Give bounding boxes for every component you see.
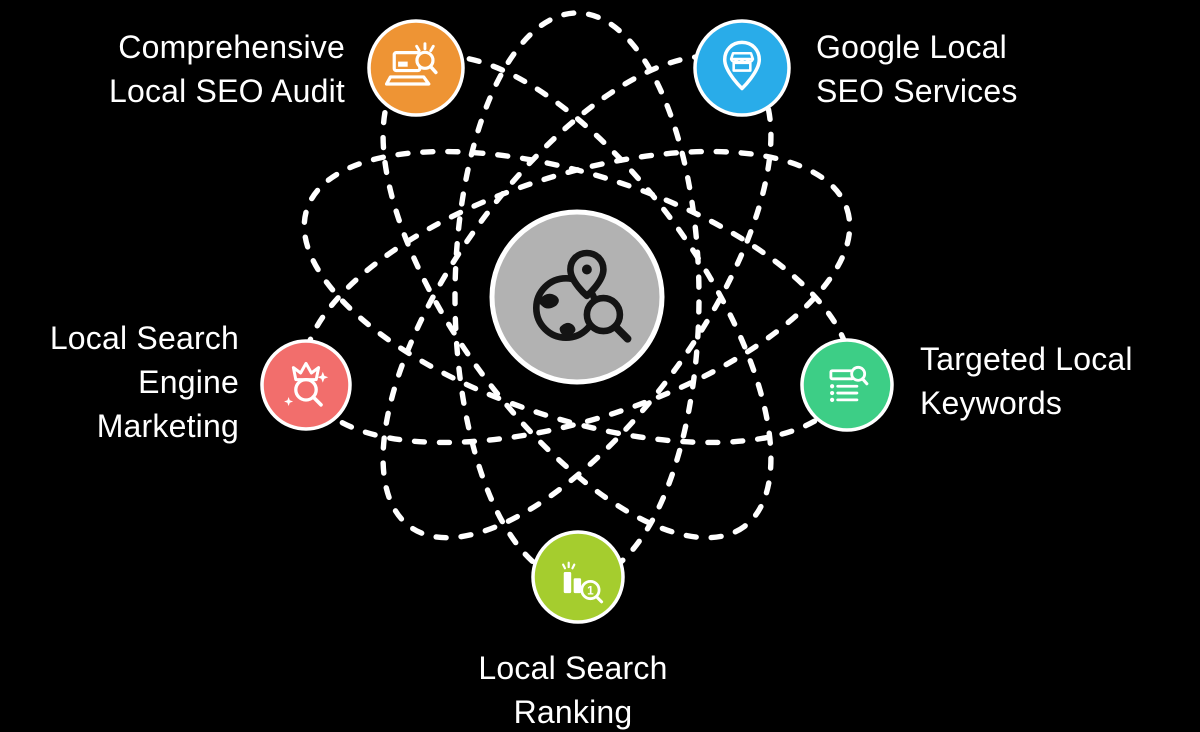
node-circle-google xyxy=(693,19,791,117)
node-comprehensive-local-seo-audit xyxy=(367,19,465,117)
node-targeted-local-keywords xyxy=(800,338,894,432)
node-local-search-ranking: 1 xyxy=(531,530,625,624)
label-local-search-ranking: Local Search Ranking xyxy=(478,650,668,730)
center-circle xyxy=(489,209,665,385)
node-local-search-engine-marketing xyxy=(260,339,352,431)
orbit-ellipse-left xyxy=(301,148,853,446)
list-search-icon xyxy=(829,365,869,402)
label-targeted-local-keywords: Targeted Local Keywords xyxy=(920,341,1133,421)
node-circle-ranking xyxy=(531,530,625,624)
label-google-local-seo-services: Google Local SEO Services xyxy=(816,29,1018,109)
label-comprehensive-local-seo-audit: Comprehensive Local SEO Audit xyxy=(108,29,345,109)
label-local-search-engine-marketing: Local Search Engine Marketing xyxy=(49,320,239,444)
orbit-ellipse-upleft xyxy=(380,53,774,541)
laptop-search-icon xyxy=(384,42,438,86)
node-circle-audit xyxy=(367,19,465,117)
bar-chart-rank-search-icon: 1 xyxy=(562,561,604,604)
node-circle-marketing xyxy=(260,339,352,431)
rank-number: 1 xyxy=(587,584,594,597)
crown-search-icon xyxy=(284,361,329,407)
center-node xyxy=(489,209,665,385)
map-pin-store-icon xyxy=(722,40,762,91)
globe-location-search-icon xyxy=(533,249,632,343)
node-google-local-seo-services xyxy=(693,19,791,117)
